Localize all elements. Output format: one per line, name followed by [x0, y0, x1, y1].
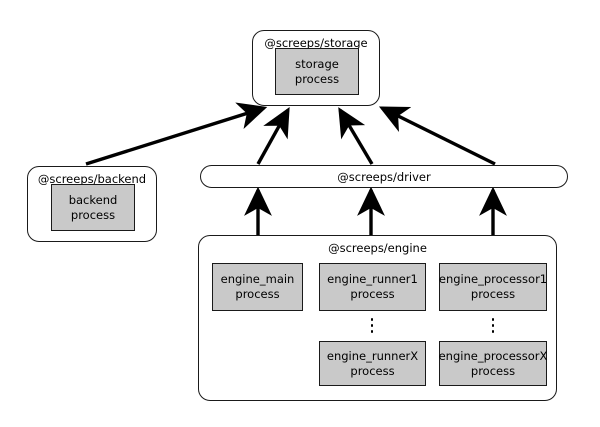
process-backend-name: backend: [68, 192, 118, 207]
process-engine-processorx-kind: process: [470, 363, 516, 378]
process-engine-main[interactable]: engine_main process: [212, 263, 303, 311]
process-engine-processor1-kind: process: [470, 287, 516, 301]
process-engine-processorx[interactable]: engine_processorX process: [439, 341, 547, 386]
package-storage[interactable]: @screeps/storage storage process: [252, 30, 380, 106]
edge-backend-to-storage: [85, 102, 268, 166]
ellipsis-runner-column: [369, 318, 375, 333]
edge-driver-to-storage-mid: [338, 107, 374, 165]
process-storage[interactable]: storage process: [275, 48, 359, 95]
package-driver-label: @screeps/driver: [337, 169, 431, 184]
process-engine-runnerx-kind: process: [350, 363, 395, 378]
process-storage-name: storage: [295, 56, 339, 71]
process-engine-processor1-name: engine_processor1: [438, 272, 548, 286]
process-engine-runnerx[interactable]: engine_runnerX process: [319, 341, 426, 386]
package-driver[interactable]: @screeps/driver: [200, 165, 568, 188]
package-engine[interactable]: @screeps/engine engine_main process engi…: [198, 235, 557, 401]
edge-driver-to-storage-left: [256, 107, 290, 165]
process-engine-runner1[interactable]: engine_runner1 process: [319, 263, 426, 311]
ellipsis-processor-column: [490, 318, 496, 333]
edge-driver-to-storage-right: [378, 106, 496, 166]
process-engine-main-name: engine_main: [220, 272, 295, 286]
package-engine-label: @screeps/engine: [328, 241, 427, 255]
process-engine-runner1-kind: process: [350, 287, 395, 301]
process-engine-runner1-name: engine_runner1: [327, 272, 418, 286]
process-backend[interactable]: backend process: [51, 184, 135, 231]
package-backend[interactable]: @screeps/backend backend process: [27, 166, 157, 242]
process-engine-processorx-name: engine_processorX: [438, 348, 548, 363]
package-backend-label: @screeps/backend: [37, 172, 147, 186]
package-storage-label: @screeps/storage: [264, 36, 368, 50]
process-engine-main-kind: process: [235, 287, 280, 301]
process-storage-kind: process: [294, 71, 340, 86]
process-backend-kind: process: [70, 207, 116, 222]
process-engine-processor1[interactable]: engine_processor1 process: [439, 263, 547, 311]
process-engine-runnerx-name: engine_runnerX: [326, 348, 419, 363]
